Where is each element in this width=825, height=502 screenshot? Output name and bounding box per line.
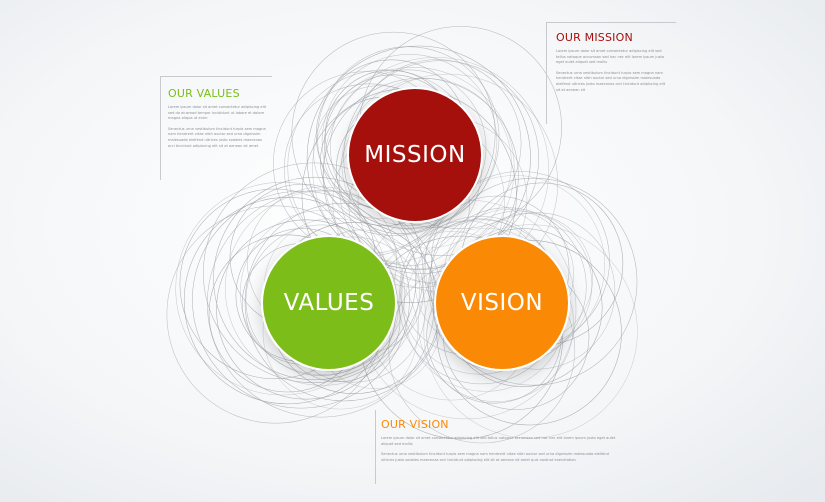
- mission-panel-text-2: Senectus urna vestibulum tincidunt turpi…: [556, 70, 666, 92]
- sketch-ring: [423, 224, 638, 439]
- sketch-ring: [203, 162, 424, 383]
- sketch-ring: [321, 54, 498, 230]
- vision-label: VISION: [460, 290, 544, 316]
- values-panel-side-rule: [160, 76, 161, 180]
- mission-circle: MISSION: [349, 89, 481, 221]
- mission-panel-text-1: Lorem ipsum dolor sit amet consectetur a…: [556, 49, 665, 65]
- values-panel-text-2: Senectus urna vestibulum tincidunt turpi…: [168, 126, 266, 148]
- vision-panel-text-1: Lorem ipsum dolor sit amet consectetur a…: [381, 436, 616, 446]
- vision-panel-side-rule: [375, 410, 376, 484]
- sketch-ring: [323, 57, 549, 283]
- values-panel-text-1: Lorem ipsum dolor sit amet consectetur a…: [168, 105, 267, 121]
- sketch-ring: [429, 177, 638, 386]
- sketch-ring: [192, 190, 410, 409]
- sketch-ring: [213, 176, 417, 381]
- vision-panel-text-2: Senectus urna vestibulum tincidunt turpi…: [381, 452, 609, 462]
- values-panel-top-rule: [160, 76, 272, 77]
- vision-panel-title: OUR VISION: [381, 418, 449, 431]
- values-panel: OUR VALUES Lorem ipsum dolor sit amet co…: [168, 87, 266, 154]
- mission-panel-title: OUR MISSION: [556, 31, 633, 44]
- values-label: VALUES: [283, 290, 375, 316]
- mission-panel-top-rule: [546, 22, 676, 23]
- mission-label: MISSION: [364, 142, 466, 168]
- sketch-ring: [436, 239, 622, 426]
- values-circle: VALUES: [263, 237, 395, 369]
- sketch-ring: [224, 190, 420, 386]
- vision-panel: OUR VISION Lorem ipsum dolor sit amet co…: [381, 418, 621, 468]
- sketch-ring: [312, 67, 515, 270]
- sketch-ring: [343, 60, 539, 256]
- sketch-ring: [240, 210, 405, 376]
- mission-panel-side-rule: [546, 22, 547, 124]
- values-panel-title: OUR VALUES: [168, 87, 240, 100]
- sketch-ring: [322, 77, 519, 274]
- vision-circle: VISION: [436, 237, 568, 369]
- sketch-ring: [330, 69, 487, 226]
- sketch-ring: [306, 45, 531, 270]
- mission-panel: OUR MISSION Lorem ipsum dolor sit amet c…: [556, 31, 668, 98]
